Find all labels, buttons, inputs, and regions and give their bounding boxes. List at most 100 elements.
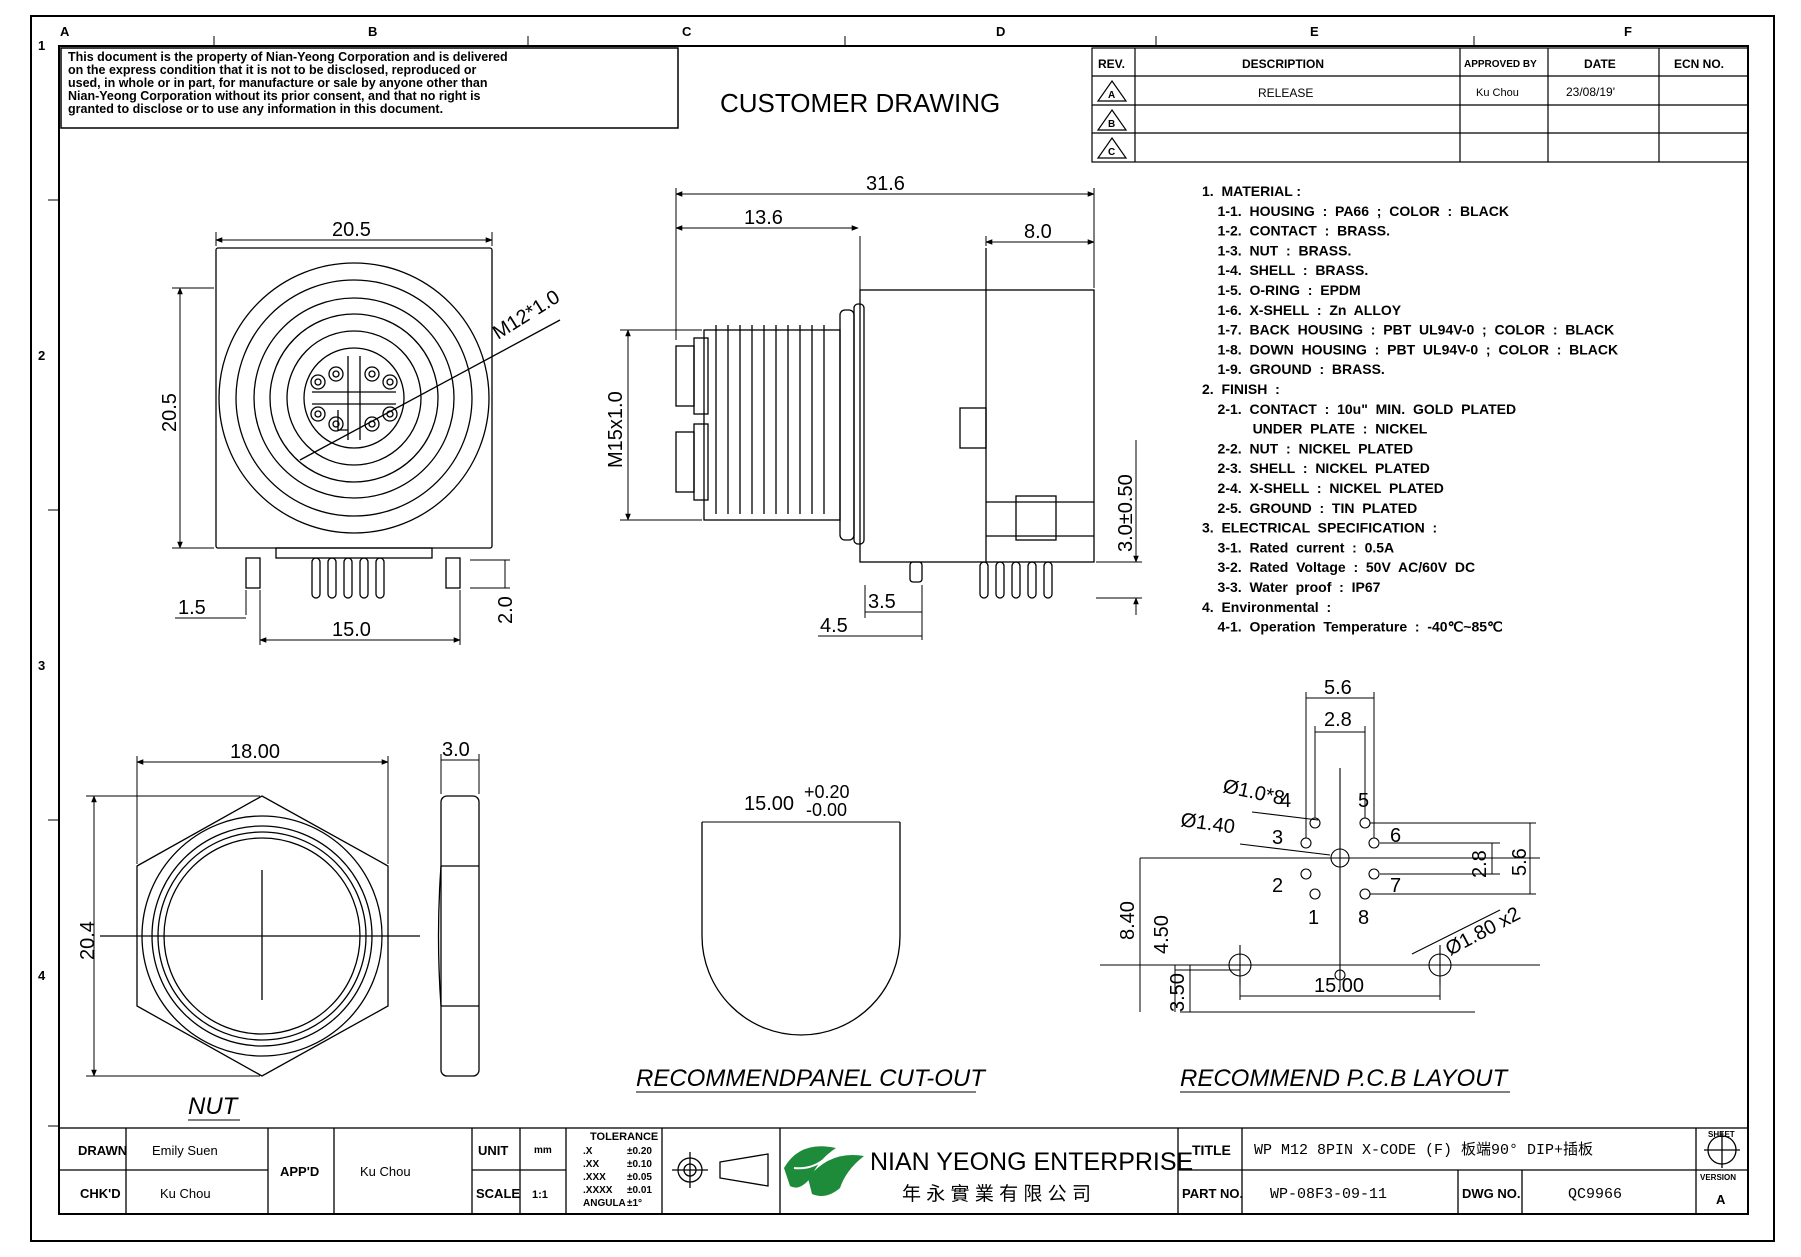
spec-line: 3-3. Water proof : IP67 — [1202, 579, 1381, 595]
rev-a: A — [1108, 90, 1115, 101]
notice-line: on the express condition that it is not … — [68, 63, 477, 77]
company-logo — [784, 1146, 864, 1196]
front-dim-height: 20.5 — [159, 393, 181, 432]
pcb-hole-center: Ø1.40 — [1179, 809, 1236, 838]
tolerance-key: .XX — [583, 1159, 599, 1170]
notice-line: granted to disclose or to use any inform… — [68, 102, 443, 116]
rev-header: REV. — [1098, 57, 1125, 71]
scale-label: SCALE — [476, 1186, 520, 1201]
tolerance-key: ANGULA — [583, 1198, 626, 1209]
side-dim-3: 3.0±0.50 — [1115, 474, 1137, 552]
rev-c: C — [1108, 147, 1115, 158]
grid-col-a: A — [60, 24, 70, 39]
spec-line: 1-4. SHELL : BRASS. — [1202, 262, 1368, 278]
rev-a-date: 23/08/19' — [1566, 85, 1615, 99]
spec-line: 2-2. NUT : NICKEL PLATED — [1202, 440, 1413, 456]
appd-label: APP'D — [280, 1164, 319, 1179]
pcb-dim-3-50: 3.50 — [1167, 973, 1189, 1012]
part-label: PART NO. — [1182, 1186, 1243, 1201]
title-block — [58, 1127, 1749, 1215]
tolerance-key: .X — [583, 1146, 593, 1157]
drawn-label: DRAWN — [78, 1143, 127, 1158]
side-dim-3-5: 3.5 — [868, 591, 896, 613]
spec-line: 2-1. CONTACT : 10u" MIN. GOLD PLATED — [1202, 401, 1516, 417]
pcb-hole-small: Ø1.0*8 — [1221, 775, 1286, 809]
grid-col-e: E — [1310, 24, 1319, 39]
front-view — [215, 247, 561, 599]
pcb-layout-view — [1100, 768, 1540, 1013]
outer-border — [30, 15, 1775, 1242]
tolerance-value: ±0.01 — [627, 1185, 652, 1196]
approved-header: APPROVED BY — [1464, 59, 1537, 70]
grid-row-2: 2 — [38, 348, 45, 363]
cutout-dim: 15.00 — [744, 793, 794, 815]
appd-value: Ku Chou — [360, 1164, 411, 1179]
dwg-label: DWG NO. — [1462, 1186, 1521, 1201]
spec-line: 2. FINISH : — [1202, 381, 1280, 397]
nut-view — [100, 795, 480, 1077]
revision-table — [1091, 47, 1749, 163]
pcb-pin-6: 6 — [1390, 825, 1401, 847]
front-dim-15: 15.0 — [332, 619, 371, 641]
title-value: WP M12 8PIN X-CODE (F) 板端90° DIP+插板 — [1254, 1140, 1593, 1159]
front-dim-width: 20.5 — [332, 219, 371, 241]
pcb-pin-labels: 4 5 3 6 2 7 1 8 — [1272, 790, 1401, 929]
spec-line: 4-1. Operation Temperature : -40℃~85℃ — [1202, 619, 1503, 635]
chkd-value: Ku Chou — [160, 1186, 211, 1201]
spec-line: 3-1. Rated current : 0.5A — [1202, 539, 1394, 555]
tolerance-title: TOLERANCE — [590, 1131, 658, 1143]
nut-label: NUT — [188, 1093, 240, 1120]
dwg-value: QC9966 — [1568, 1186, 1622, 1203]
pcb-pin-1: 1 — [1308, 907, 1319, 929]
pcb-dim-8-40: 8.40 — [1117, 901, 1139, 940]
pcb-dim-5-6-top: 5.6 — [1324, 677, 1352, 699]
description-header: DESCRIPTION — [1242, 57, 1324, 71]
pcb-dim-5-6-side: 5.6 — [1509, 848, 1531, 876]
tolerance-key: .XXXX — [583, 1185, 613, 1196]
cutout-label: RECOMMENDPANEL CUT-OUT — [636, 1065, 987, 1092]
cutout-tol-plus: +0.20 — [804, 782, 850, 802]
date-header: DATE — [1584, 57, 1616, 71]
notice-line: This document is the property of Nian-Ye… — [68, 50, 508, 64]
panel-cutout-view — [636, 821, 976, 1093]
spec-line: 3. ELECTRICAL SPECIFICATION : — [1202, 520, 1437, 536]
side-dim-4-5: 4.5 — [820, 615, 848, 637]
specifications: 1. MATERIAL : 1-1. HOUSING : PA66 ; COLO… — [1202, 183, 1618, 635]
company-name-en: NIAN YEONG ENTERPRISE — [870, 1148, 1193, 1176]
pcb-layout-dimensions — [1139, 692, 1536, 1093]
side-dim-13-6: 13.6 — [744, 207, 783, 229]
tolerance-value: ±0.10 — [627, 1159, 652, 1170]
spec-line: 1-5. O-RING : EPDM — [1202, 282, 1361, 298]
notice-line: used, in whole or in part, for manufactu… — [68, 76, 488, 90]
pcb-dim-15: 15.00 — [1314, 975, 1364, 997]
version-label: VERSION — [1700, 1173, 1736, 1182]
cutout-tol-minus: -0.00 — [806, 800, 847, 820]
spec-line: 1-6. X-SHELL : Zn ALLOY — [1202, 302, 1402, 318]
nut-view-dimensions — [86, 754, 480, 1121]
side-view-dimensions — [620, 188, 1142, 640]
title-label: TITLE — [1192, 1142, 1231, 1158]
tolerance-value: ±0.05 — [627, 1172, 652, 1183]
pcb-dim-4-50: 4.50 — [1151, 915, 1173, 954]
tolerance-value: ±0.20 — [627, 1146, 652, 1157]
spec-line: 4. Environmental : — [1202, 599, 1331, 615]
side-dim-total: 31.6 — [866, 173, 905, 195]
drawn-value: Emily Suen — [152, 1143, 218, 1158]
spec-line: 1-2. CONTACT : BRASS. — [1202, 223, 1390, 239]
nut-dim-width: 18.00 — [230, 741, 280, 763]
pcb-pin-8: 8 — [1358, 907, 1369, 929]
notice-box — [60, 47, 679, 129]
spec-line: 1-3. NUT : BRASS. — [1202, 242, 1351, 258]
pcb-label: RECOMMEND P.C.B LAYOUT — [1180, 1065, 1510, 1092]
drawing-title: CUSTOMER DRAWING — [720, 88, 1000, 118]
pcb-pin-7: 7 — [1390, 875, 1401, 897]
company-name-zh: 年 永 實 業 有 限 公 司 — [902, 1183, 1091, 1205]
spec-line: 2-5. GROUND : TIN PLATED — [1202, 500, 1417, 516]
side-view — [675, 248, 1095, 599]
sheet-label: SHEET — [1708, 1130, 1735, 1139]
grid-col-f: F — [1624, 24, 1632, 39]
rev-b: B — [1108, 119, 1115, 130]
scale-value: 1:1 — [532, 1189, 548, 1201]
grid-row-4: 4 — [38, 968, 46, 983]
grid-row-3: 3 — [38, 658, 45, 673]
